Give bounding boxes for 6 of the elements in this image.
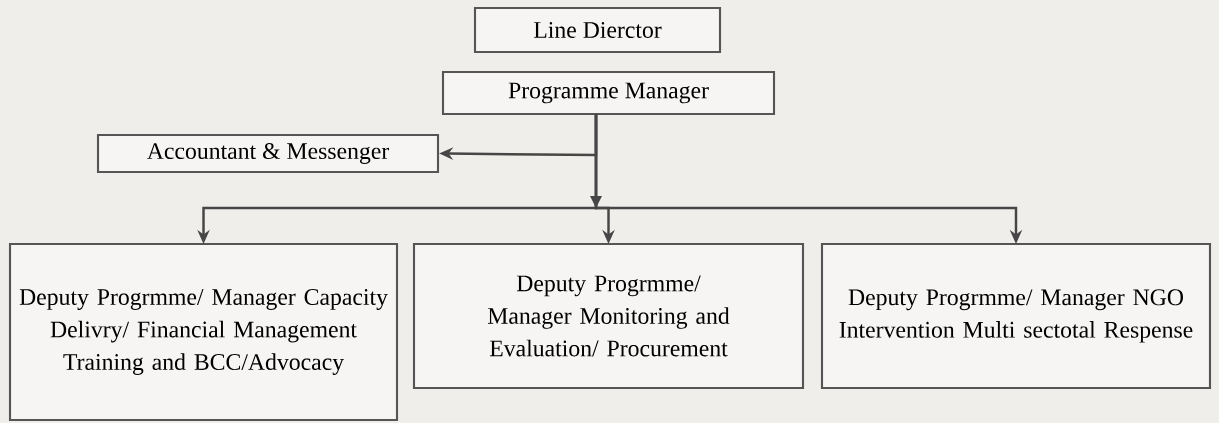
org-box: Deputy Progrmme/ Manager Capacity Delivry/ Financial Management Training and BCC/Advocacy: [8, 242, 399, 422]
org-box: Deputy Progrmme/ Manager Monitoring and Evaluation/ Procurement: [412, 242, 805, 390]
org-box: Line Dierctor: [473, 6, 722, 54]
org-box: Programme Manager: [441, 70, 776, 116]
org-box: Deputy Progrmme/ Manager NGO Intervention Multi sectotal Respense: [820, 242, 1212, 390]
org-box: Accountant & Messenger: [96, 133, 440, 174]
